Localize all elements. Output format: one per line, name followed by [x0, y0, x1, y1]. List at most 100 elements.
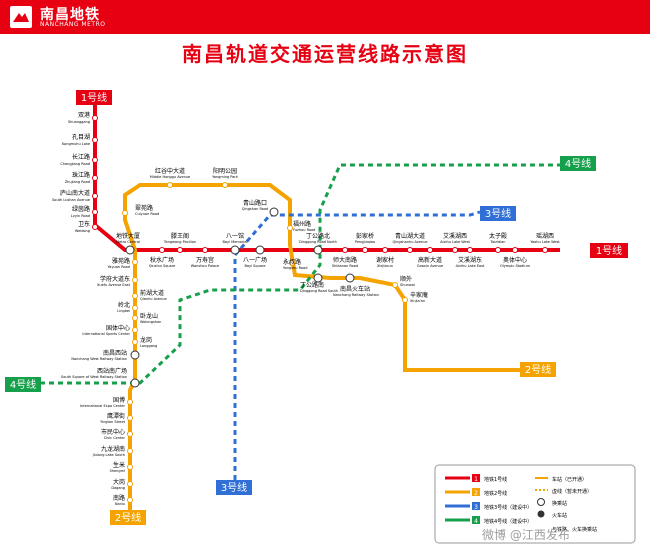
logo-subtitle: NANCHANG METRO	[40, 21, 106, 28]
svg-text:阳明公园: 阳明公园	[213, 167, 237, 175]
station-dagang: 大岗 Dagang	[111, 478, 133, 490]
svg-text:九龙湖南: 九龙湖南	[101, 445, 125, 453]
station-xizhannanguangchang: 西站南广场 South Square of West Railway Stati…	[61, 367, 140, 388]
station-jiulonghunan: 九龙湖南 Jiulong Lake South	[92, 445, 133, 457]
svg-text:Aixihu Lake West: Aixihu Lake West	[440, 240, 470, 244]
svg-text:虚线（暂未开通）: 虚线（暂未开通）	[552, 488, 592, 495]
station-yangminggongyuan: 阳明公园 Yangming Park	[212, 167, 239, 188]
line2-tag-bottom: 2号线	[110, 510, 146, 525]
svg-text:3号线: 3号线	[485, 207, 511, 220]
railway-station-icon	[537, 510, 545, 518]
svg-text:绿茵路: 绿茵路	[72, 205, 90, 213]
station-cuiyuanlu: 翠苑路 Cuiyuan Road	[122, 204, 159, 216]
station-shengmi: 生米 Shengmi	[110, 461, 133, 473]
svg-text:Yangming Park: Yangming Park	[212, 175, 239, 179]
svg-text:长江路: 长江路	[72, 153, 90, 161]
svg-text:八一广场: 八一广场	[243, 256, 267, 264]
svg-text:Shidanan Road: Shidanan Road	[332, 264, 358, 268]
svg-text:Wanshou Palace: Wanshou Palace	[191, 264, 219, 268]
svg-text:Xuefu Avenue East: Xuefu Avenue East	[97, 283, 131, 287]
svg-text:龙岗: 龙岗	[140, 336, 152, 344]
svg-text:Cuiyuan Road: Cuiyuan Road	[135, 212, 159, 216]
station-guobo: 国博 International Expo Center	[80, 396, 133, 408]
svg-text:Dagang: Dagang	[111, 486, 125, 490]
svg-text:顺外: 顺外	[400, 275, 412, 283]
svg-text:International Sports Center: International Sports Center	[82, 332, 130, 336]
svg-text:国体中心: 国体中心	[106, 324, 130, 332]
svg-text:翠苑路: 翠苑路	[135, 204, 153, 212]
svg-text:八一馆: 八一馆	[226, 232, 244, 240]
svg-text:Xinjia'an: Xinjia'an	[410, 299, 425, 303]
svg-text:South Square of West Railway S: South Square of West Railway Station	[61, 375, 127, 379]
svg-text:Civic Center: Civic Center	[104, 436, 126, 440]
transfer-icon	[537, 498, 545, 506]
weibo-watermark: 微博 @江西发布	[482, 528, 570, 542]
svg-text:Jiulong Lake South: Jiulong Lake South	[92, 453, 125, 457]
svg-text:3号线: 3号线	[221, 481, 247, 494]
svg-text:Qingshan Road: Qingshan Road	[242, 207, 268, 211]
svg-text:Wolongshan: Wolongshan	[140, 320, 161, 324]
svg-text:双港: 双港	[78, 111, 90, 119]
svg-text:前湖大道: 前湖大道	[140, 289, 164, 297]
line1-tag-right: 1号线	[590, 243, 628, 258]
svg-text:4号线: 4号线	[565, 157, 591, 170]
svg-text:丁公路南: 丁公路南	[300, 281, 324, 289]
svg-text:大岗: 大岗	[113, 478, 125, 486]
svg-text:Yongshu Road: Yongshu Road	[283, 266, 307, 270]
legend: 1 地铁1号线 2 地铁2号线 3 地铁3号线（建设中） 4 地铁4号线（建设中…	[434, 464, 636, 544]
svg-text:3: 3	[474, 504, 478, 511]
svg-text:奥体中心: 奥体中心	[503, 256, 527, 264]
line4-path	[40, 163, 560, 385]
svg-text:岭北: 岭北	[118, 301, 130, 309]
station-zhujianglu: 珠江路 Zhujiang Road	[65, 171, 98, 184]
station-lingbei: 岭北 Lingbei	[117, 301, 138, 313]
station-wolongshan: 卧龙山 Wolongshan	[132, 312, 161, 324]
svg-text:Xiejiacun: Xiejiacun	[377, 264, 393, 268]
svg-text:Aixihu Lake East: Aixihu Lake East	[456, 264, 485, 268]
svg-text:Nanchang West Railway Station: Nanchang West Railway Station	[71, 357, 127, 361]
svg-text:2号线: 2号线	[525, 363, 551, 376]
station-longgang: 龙岗 Longgang	[132, 336, 157, 348]
station-shidadananlu: 师大南路 Shidanan Road	[332, 247, 358, 268]
svg-text:市民中心: 市民中心	[101, 428, 125, 436]
svg-text:辛家庵: 辛家庵	[410, 291, 428, 299]
svg-text:Olympic Stadium: Olympic Stadium	[500, 264, 531, 268]
svg-text:Taizidian: Taizidian	[489, 240, 505, 244]
svg-text:Middle Honggu Avenue: Middle Honggu Avenue	[150, 175, 190, 179]
svg-text:Nanlu: Nanlu	[115, 502, 125, 506]
station-yongshulu: 永叔路 Yongshu Road	[283, 258, 307, 270]
svg-text:Bayi Memorial: Bayi Memorial	[223, 240, 248, 244]
svg-text:Yayuan Road: Yayuan Road	[108, 265, 130, 269]
svg-text:地铁1号线: 地铁1号线	[484, 476, 507, 483]
station-qiushuiguangchang: 秋水广场 Qiushui Square	[149, 247, 175, 268]
svg-text:Kongmuhu Lake: Kongmuhu Lake	[62, 142, 90, 146]
station-guotizhongxin: 国体中心 International Sports Center	[82, 324, 138, 336]
station-aotizhongxin: 奥体中心 Olympic Stadium	[500, 247, 531, 268]
svg-text:地铁2号线: 地铁2号线	[484, 490, 507, 497]
svg-text:Shengmi: Shengmi	[110, 469, 125, 473]
station-pengjiaqiao: 彭家桥 Pengjiaqiao	[355, 232, 375, 253]
station-shiminzhongxin: 市民中心 Civic Center	[101, 428, 133, 440]
line3-path	[233, 210, 481, 480]
svg-text:高新大道: 高新大道	[418, 256, 442, 264]
map-title: 南昌轨道交通运营线路示意图	[182, 42, 468, 66]
svg-text:Gaoxin Avenue: Gaoxin Avenue	[417, 264, 443, 268]
svg-text:Bayi Square: Bayi Square	[244, 264, 265, 268]
svg-text:卧龙山: 卧龙山	[140, 312, 158, 320]
metro-logo-icon	[10, 6, 32, 28]
svg-text:Yaohu Lake West: Yaohu Lake West	[530, 240, 560, 244]
svg-text:雅苑路: 雅苑路	[112, 257, 130, 265]
station-bayiguan: 八一馆 Bayi Memorial	[223, 232, 248, 255]
station-yingtanjie: 鹰潭街 Yingtan Street	[100, 412, 133, 424]
svg-text:学府大道东: 学府大道东	[100, 275, 130, 283]
svg-text:彭家桥: 彭家桥	[356, 232, 374, 240]
station-xuefudadaodong: 学府大道东 Xuefu Avenue East	[97, 275, 138, 287]
station-taizidian: 太子殿 Taizidian	[489, 232, 507, 253]
svg-text:谢家村: 谢家村	[376, 256, 394, 264]
line4-tag-left: 4号线	[5, 377, 41, 392]
svg-text:国博: 国博	[113, 396, 125, 404]
svg-text:Yingtan Street: Yingtan Street	[100, 420, 126, 424]
station-fuzhoulu: 福州路 Fuzhou Road	[287, 220, 315, 232]
svg-text:红谷中大道: 红谷中大道	[155, 167, 185, 175]
station-aixihuxi: 艾溪湖西 Aixihu Lake West	[440, 232, 471, 253]
